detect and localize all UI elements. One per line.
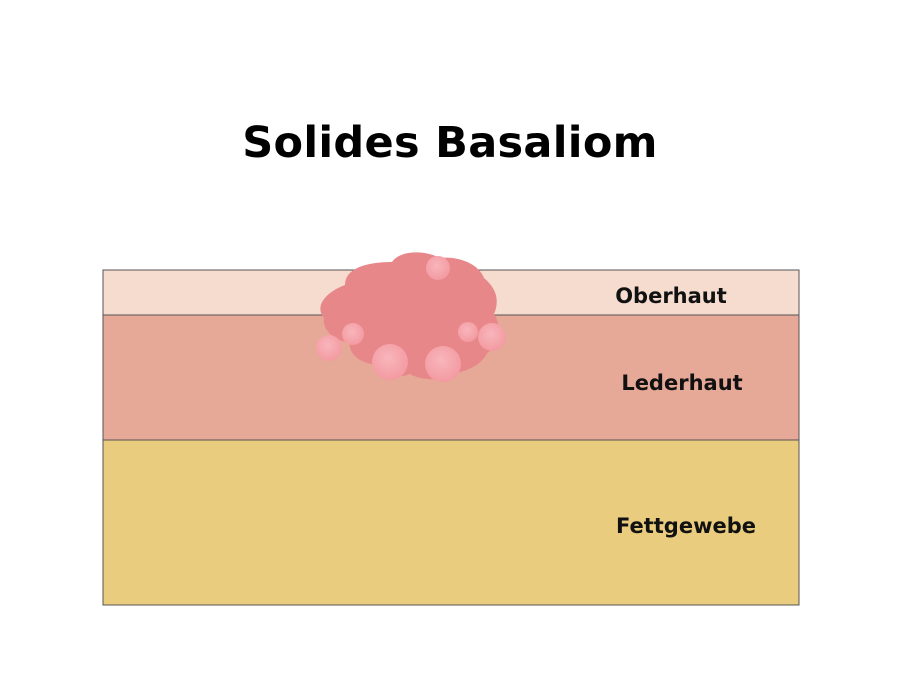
tumor-nodule — [458, 322, 478, 342]
label-oberhaut: Oberhaut — [615, 284, 727, 308]
label-lederhaut: Lederhaut — [621, 371, 742, 395]
tumor — [316, 252, 506, 382]
tumor-mass — [320, 252, 499, 380]
layer-fettgewebe — [102, 439, 800, 606]
tumor-nodule — [426, 256, 450, 280]
tumor-nodule — [425, 346, 461, 382]
diagram-title: Solides Basaliom — [242, 118, 658, 168]
tumor-nodule — [342, 323, 364, 345]
label-fettgewebe: Fettgewebe — [616, 514, 756, 538]
tumor-nodule — [316, 335, 342, 361]
tumor-nodule — [372, 344, 408, 380]
tumor-nodule — [478, 323, 506, 351]
